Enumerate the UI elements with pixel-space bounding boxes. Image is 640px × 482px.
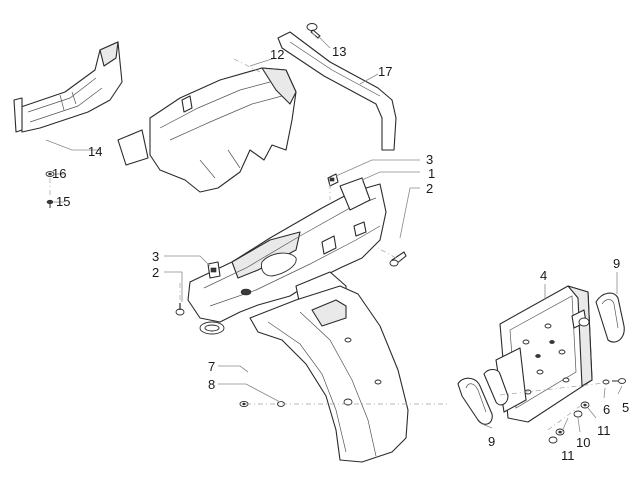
callout-1: 1: [428, 166, 435, 181]
callout-11-upper: 11: [597, 423, 611, 438]
part-17-trim: [277, 31, 397, 151]
part-13-screw: [306, 23, 321, 39]
part-5-screw: [612, 378, 626, 384]
assembly-axes: [49, 31, 605, 431]
callout-7: 7: [208, 359, 215, 374]
callout-16: 16: [52, 166, 66, 181]
callout-12: 12: [270, 47, 284, 62]
part-12-inner-mudguard: [117, 67, 297, 193]
rear-fender: [249, 285, 409, 463]
callout-15: 15: [56, 194, 70, 209]
callout-11-lower: 11: [561, 448, 575, 463]
callout-2-left: 2: [152, 265, 159, 280]
part-9-reflector-left: [457, 368, 509, 425]
leader-lines: [45, 35, 623, 437]
callout-13: 13: [332, 44, 346, 59]
part-14-side-cover: [13, 41, 123, 133]
callout-14: 14: [88, 144, 102, 159]
part-11-nut-lower: [555, 428, 565, 436]
part-3-clip-upper: [327, 173, 339, 187]
callout-6: 6: [603, 402, 610, 417]
callout-labels: 13 12 17 14 16 15 3 1 2 3 2 4 9 7 8 5 6 …: [52, 44, 629, 463]
callout-2-upper: 2: [426, 181, 433, 196]
part-3-clip-left: [207, 261, 221, 279]
callout-17: 17: [378, 64, 392, 79]
callout-3-upper: 3: [426, 152, 433, 167]
callout-8: 8: [208, 377, 215, 392]
part-9-reflector-right: [595, 292, 625, 343]
part-6-washer: [602, 379, 610, 385]
part-10-washer-lower: [548, 436, 558, 444]
part-2-screw-right: [389, 251, 407, 267]
part-2-screw-left: [175, 303, 185, 316]
part-1-rear-frame: [187, 177, 387, 335]
callout-9-right: 9: [613, 256, 620, 271]
callout-3-left: 3: [152, 249, 159, 264]
part-4-plate-holder: [495, 285, 593, 423]
callout-5: 5: [622, 400, 629, 415]
callout-10: 10: [576, 435, 590, 450]
part-11-nut-upper: [580, 401, 590, 409]
part-15-screw: [46, 199, 54, 208]
callout-9-left: 9: [488, 434, 495, 449]
part-10-washer: [573, 410, 583, 418]
callout-4: 4: [540, 268, 547, 283]
